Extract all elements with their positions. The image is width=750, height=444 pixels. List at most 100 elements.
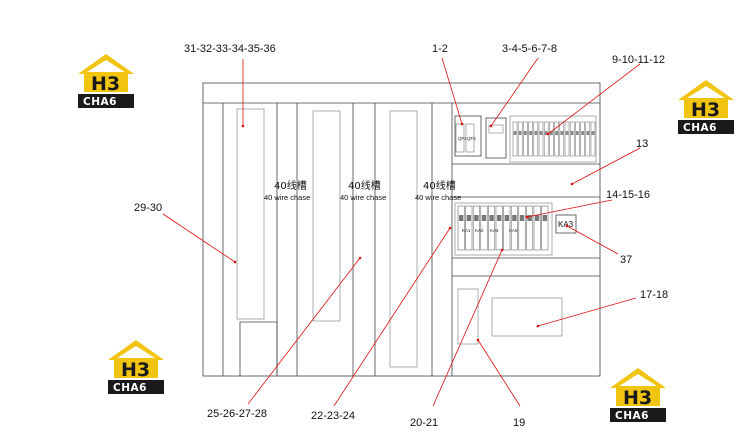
terminal-block-marker <box>534 131 538 135</box>
chase-2-en-label: 40 wire chase <box>340 193 386 202</box>
logo-mark: H3 <box>623 387 652 409</box>
leader-lines <box>162 57 641 407</box>
terminal-block-row-top <box>509 115 597 163</box>
display-slot-17-18 <box>491 297 563 337</box>
terminal-block-marker <box>550 131 553 135</box>
callout-37: 37 <box>620 254 632 266</box>
leader-19 <box>477 339 521 407</box>
callout-22-24: 22-23-24 <box>311 410 355 422</box>
leader-dots <box>233 122 574 342</box>
terminal-block <box>554 121 559 157</box>
terminal-block-marker <box>560 131 564 135</box>
logo-subtext: CHA6 <box>683 122 717 134</box>
terminal-block <box>549 121 554 157</box>
terminal-block-marker <box>555 131 558 135</box>
relay-row <box>454 202 553 256</box>
terminal-block-marker <box>591 131 595 135</box>
terminal-block-marker <box>518 131 522 135</box>
callout-1-2: 1-2 <box>432 43 448 55</box>
cabinet-frame <box>202 82 601 377</box>
terminal-block <box>533 121 539 157</box>
terminal-block <box>580 121 585 157</box>
relay-slot-19 <box>457 288 479 345</box>
callout-3-8: 3-4-5-6-7-8 <box>502 43 557 55</box>
relay-module-face <box>489 215 494 221</box>
wire-chase-slot-2 <box>312 110 341 322</box>
logo-subtext: CHA6 <box>113 382 147 394</box>
terminal-block <box>543 121 549 157</box>
relay-module-face <box>497 215 502 221</box>
leader-13 <box>571 147 641 185</box>
relay-module-face <box>466 215 471 221</box>
relay-module <box>480 205 488 251</box>
breaker-label-qf1: QF1 <box>458 136 467 141</box>
terminal-block-marker <box>513 131 517 135</box>
terminal-block <box>559 121 565 157</box>
leader-9-12 <box>547 63 641 135</box>
leader-37 <box>566 225 619 255</box>
terminal-block-marker <box>544 131 548 135</box>
terminal-block <box>564 121 570 157</box>
terminal-block-marker <box>581 131 584 135</box>
callout-17-18: 17-18 <box>640 289 668 301</box>
terminal-block-marker <box>565 131 569 135</box>
right-panel-rails <box>452 163 600 277</box>
callout-9-12: 9-10-11-12 <box>612 54 665 66</box>
logo-roof-icon <box>78 54 134 74</box>
terminal-block-marker <box>529 131 532 135</box>
relay-module-face <box>504 215 509 221</box>
callout-25-28: 25-26-27-28 <box>207 408 267 420</box>
leader-22-24 <box>333 227 451 407</box>
relay-module <box>510 205 518 251</box>
chase-2-cn-label: 40线槽 <box>348 179 381 192</box>
relay-module <box>533 205 541 251</box>
chase-1-en-label: 40 wire chase <box>264 193 310 202</box>
callout-19: 19 <box>513 417 525 429</box>
wire-chase-slot-1 <box>236 108 265 320</box>
logo-subtext: CHA6 <box>83 96 117 108</box>
wire-chase-labels: 40线槽 40 wire chase 40线槽 40 wire chase 40… <box>264 179 461 202</box>
relay-module-face <box>527 215 532 221</box>
relay-module <box>495 205 503 251</box>
terminal-block <box>569 121 575 157</box>
logo-mark: H3 <box>121 359 150 381</box>
leader-25-28 <box>247 257 361 405</box>
power-module <box>485 117 507 159</box>
wire-chase-slot-3 <box>389 110 418 368</box>
chase-1-cn-label: 40线槽 <box>274 179 307 192</box>
logo-roof-icon <box>678 80 734 100</box>
terminal-block-marker <box>539 131 543 135</box>
relay-module <box>518 205 526 251</box>
leader-29-30 <box>162 213 236 263</box>
terminal-block-marker <box>576 131 579 135</box>
leader-3-8 <box>490 57 539 127</box>
relay-module-face <box>519 215 525 221</box>
relay-module-face <box>542 215 547 221</box>
relay-module <box>541 205 549 251</box>
terminal-block <box>575 121 580 157</box>
callout-20-21: 20-21 <box>410 417 438 429</box>
logo-roof-icon <box>610 368 666 388</box>
callout-31-36: 31-32-33-34-35-36 <box>184 43 276 55</box>
relay-label-ka1: KA1 <box>462 228 471 233</box>
relay-module-face <box>459 215 464 221</box>
logo-roof-icon <box>108 340 164 360</box>
chase-3-en-label: 40 wire chase <box>415 193 461 202</box>
terminal-block-marker <box>586 131 590 135</box>
leader-20-21 <box>432 249 503 407</box>
relay-module-face <box>512 215 517 221</box>
leader-14-16 <box>526 199 613 218</box>
relay-module-face <box>474 215 479 221</box>
relay-module-face <box>481 215 487 221</box>
terminal-block <box>517 121 523 157</box>
terminal-block <box>538 121 544 157</box>
terminal-block <box>590 121 596 157</box>
relay-module <box>465 205 473 251</box>
callout-14-16: 14-15-16 <box>606 189 650 201</box>
